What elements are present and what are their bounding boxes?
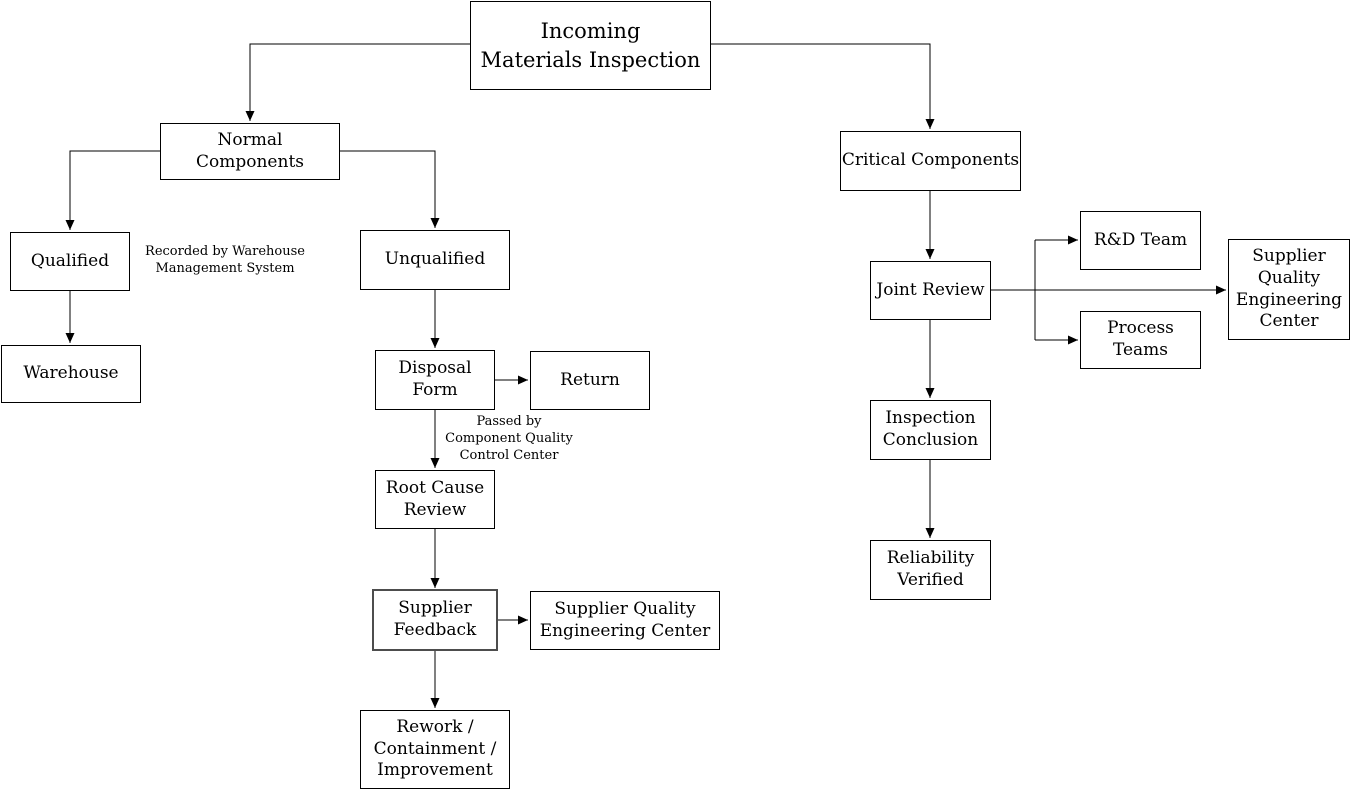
edge-incoming-critical	[711, 43, 935, 129]
node-disposal-form: Disposal Form	[375, 350, 495, 410]
edge-normal-qualified	[65, 150, 160, 230]
node-rd-team: R&D Team	[1080, 211, 1201, 270]
edge-normal-unqualified	[340, 150, 440, 228]
node-supplier-quality-engineering-center-left: Supplier Quality Engineering Center	[530, 591, 720, 650]
edge-incoming-normal	[245, 43, 470, 121]
node-process-teams: Process Teams	[1080, 311, 1201, 369]
node-root-cause-review: Root Cause Review	[375, 470, 495, 529]
node-unqualified: Unqualified	[360, 230, 510, 290]
node-rework-containment-improvement: Rework / Containment / Improvement	[360, 710, 510, 789]
note-recorded-by-warehouse: Recorded by Warehouse Management System	[145, 244, 305, 276]
node-return: Return	[530, 351, 650, 410]
node-warehouse: Warehouse	[1, 345, 141, 403]
node-reliability-verified: Reliability Verified	[870, 540, 991, 600]
node-inspection-conclusion: Inspection Conclusion	[870, 400, 991, 460]
node-normal-components: Normal Components	[160, 123, 340, 180]
node-supplier-feedback: Supplier Feedback	[372, 589, 498, 651]
node-joint-review: Joint Review	[870, 261, 991, 320]
node-critical-components: Critical Components	[840, 131, 1021, 191]
node-supplier-quality-engineering-center-right: Supplier Quality Engineering Center	[1228, 239, 1350, 340]
node-incoming-materials-inspection: Incoming Materials Inspection	[470, 1, 711, 90]
note-passed-by-cqcc: Passed by Component Quality Control Cent…	[445, 414, 573, 463]
node-qualified: Qualified	[10, 232, 130, 291]
